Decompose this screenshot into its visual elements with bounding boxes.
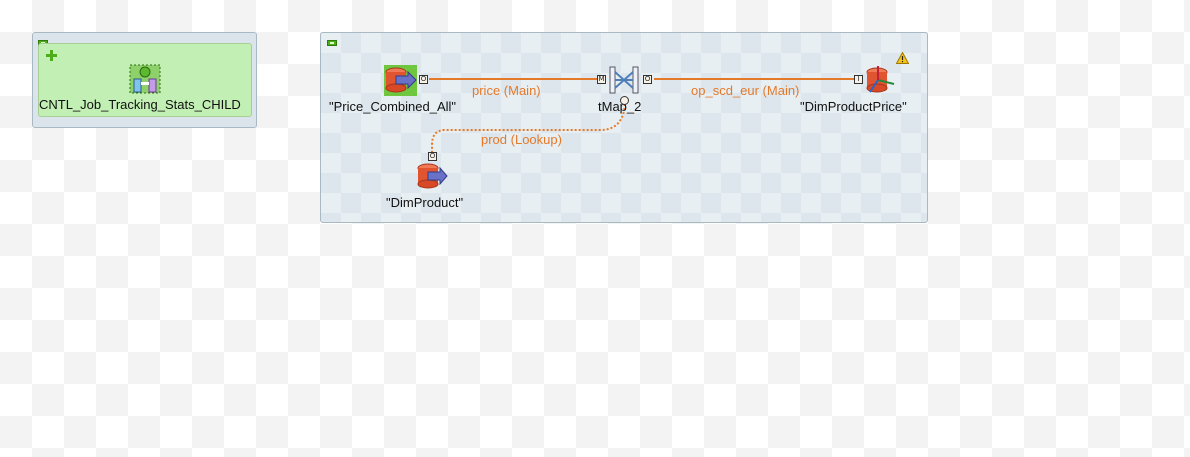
port-map-in-lookup[interactable]	[620, 96, 629, 105]
port-lookup-out[interactable]: O	[428, 152, 437, 161]
scd-output-icon[interactable]	[864, 64, 898, 96]
link-label-lookup[interactable]: prod (Lookup)	[481, 132, 562, 147]
port-target-in[interactable]: I	[854, 75, 863, 84]
run-job-icon[interactable]	[129, 64, 161, 94]
component-label-map: tMap_2	[598, 99, 642, 114]
component-label-source: "Price_Combined_All"	[329, 99, 457, 114]
port-source-out[interactable]: O	[419, 75, 428, 84]
port-map-in-main[interactable]: M	[597, 75, 606, 84]
subjob-main[interactable]	[320, 32, 928, 223]
component-label-tracking: CNTL_Job_Tracking_Stats_CHILD	[39, 97, 241, 112]
db-input-icon[interactable]	[384, 65, 417, 96]
expand-plus-icon[interactable]	[46, 50, 57, 61]
link-lookup-line	[431, 99, 626, 152]
link-label-output[interactable]: op_scd_eur (Main)	[691, 83, 800, 98]
link-label-main[interactable]: price (Main)	[472, 83, 541, 98]
subjob-tracking-body: CNTL_Job_Tracking_Stats_CHILD	[38, 43, 252, 117]
component-label-lookup: "DimProduct"	[386, 195, 464, 210]
port-map-out[interactable]: O	[643, 75, 652, 84]
subjob-tracking[interactable]: CNTL_Job_Tracking_Stats_CHILD	[32, 32, 257, 128]
warning-icon	[895, 49, 910, 64]
db-input-icon[interactable]	[416, 162, 448, 192]
tmap-icon[interactable]	[608, 64, 640, 96]
subjob-collapse-button[interactable]	[327, 40, 337, 46]
component-label-target: "DimProductPrice"	[800, 99, 907, 114]
